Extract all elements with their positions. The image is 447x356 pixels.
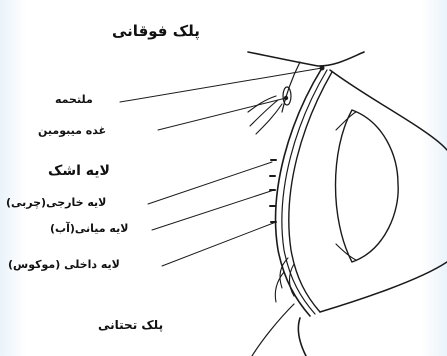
lower-eyelid-label: پلک تحتانی <box>98 318 163 332</box>
meibomian-gland <box>283 87 291 105</box>
upper-eyelid-outline <box>248 52 364 66</box>
tear-film-label: لایه اشک <box>48 163 110 179</box>
upper-eyelashes <box>248 96 282 134</box>
iris-line <box>336 112 356 260</box>
lower-eyelid-outline <box>298 318 306 356</box>
leader-outer-layer <box>148 162 272 204</box>
tear-film-inner <box>289 72 332 312</box>
lens <box>336 110 399 262</box>
upper-eyelid-margin <box>282 62 300 112</box>
eyeball-outline <box>320 70 447 312</box>
meibomian-gland-label: غده میبومین <box>38 124 106 137</box>
inner-layer-label: لایه داخلی (موکوس) <box>8 258 120 271</box>
middle-layer-label: لایه میانی(آب) <box>50 222 128 235</box>
leader-inner-layer <box>162 222 276 266</box>
meibomian-marker <box>284 96 288 100</box>
conjunctiva-marker <box>320 66 325 71</box>
lower-eyelid-skin <box>252 304 294 356</box>
leader-conjunctiva <box>120 68 322 102</box>
lower-eyelashes <box>275 258 294 302</box>
conjunctiva-label: ملتحمه <box>55 93 93 106</box>
leader-meibomian <box>158 98 286 130</box>
tear-film-middle <box>282 70 327 314</box>
upper-eyelid-label: پلک فوقانی <box>112 22 200 40</box>
outer-layer-label: لایه خارجی(چربی) <box>6 196 106 209</box>
